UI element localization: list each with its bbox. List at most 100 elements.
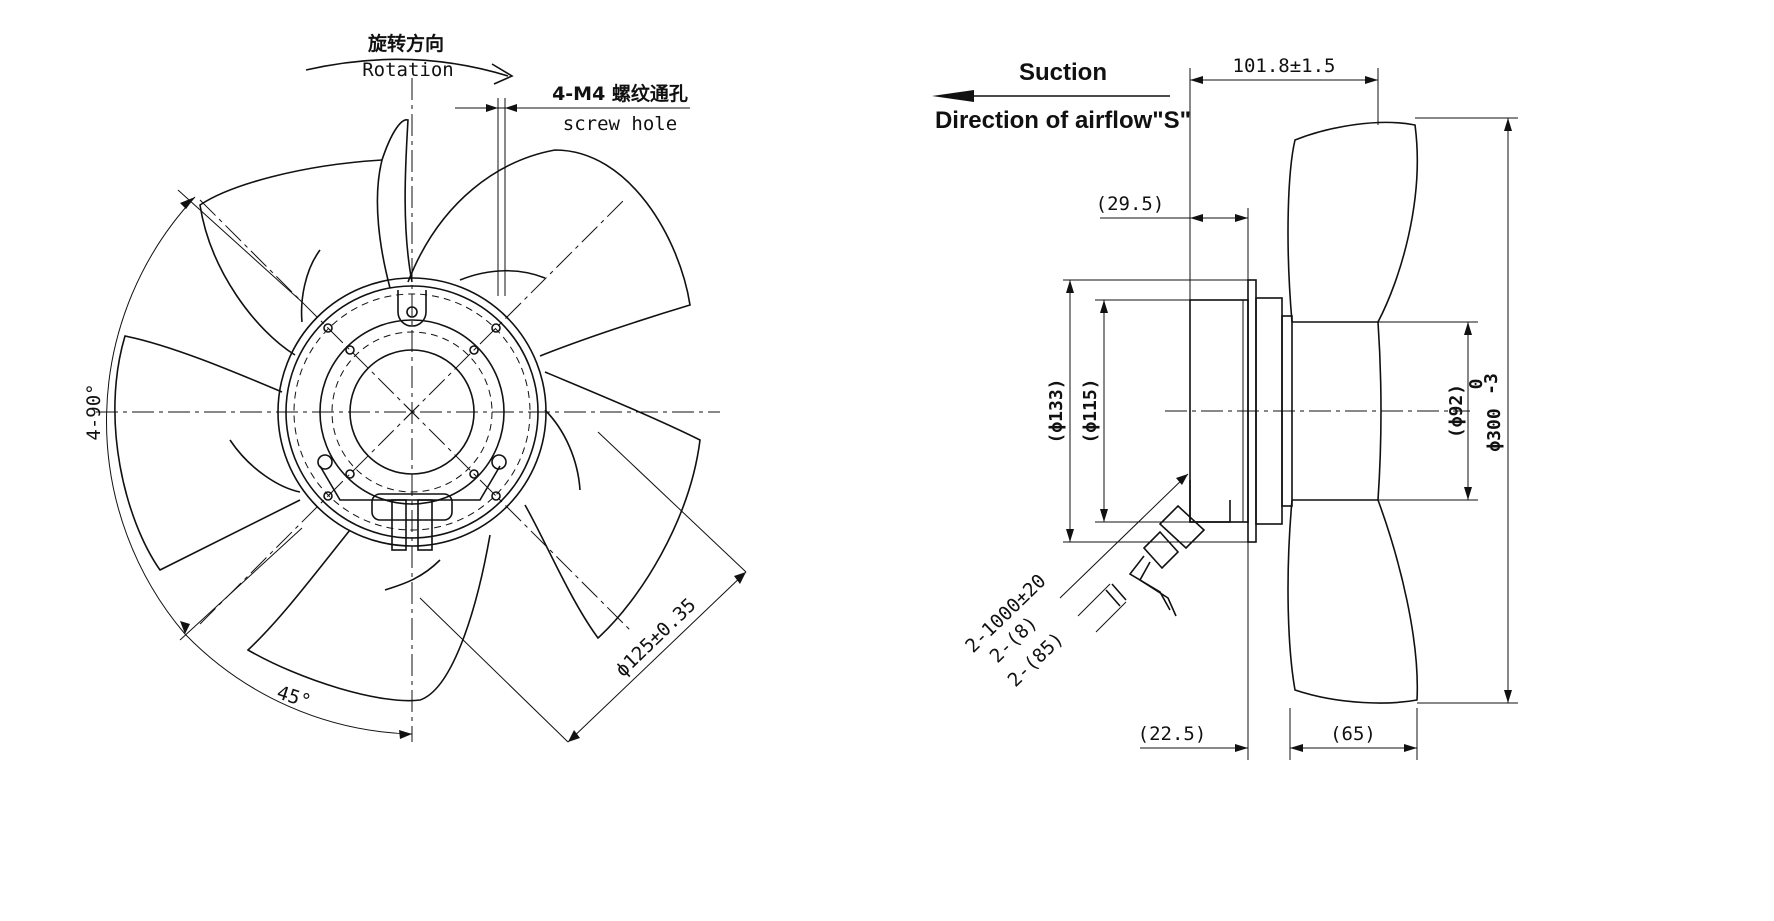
arrow-head (1290, 744, 1303, 752)
cable-lead (417, 499, 433, 551)
cable-sleeve (1142, 530, 1180, 570)
arrow-head (399, 730, 412, 739)
blade-rib (384, 559, 441, 591)
dimension-line (567, 571, 747, 743)
cable-exit: 2-1000±20 2-(8) 2-(85) (961, 473, 1231, 691)
dimension-300-tol-upper: 0 (1466, 379, 1487, 390)
dimension-133: (ϕ133) (1046, 378, 1067, 443)
arrow-head (1464, 487, 1472, 500)
blade (524, 371, 701, 640)
airflow-label: Direction of airflow"S" (935, 107, 1191, 134)
hub-dashed-ring (331, 331, 493, 493)
cable-gland-frame (319, 465, 501, 501)
side-view: Suction Direction of airflow"S" 101.8±1.… (932, 55, 1518, 760)
dimension-22-5: (22.5) (1138, 723, 1207, 745)
arrow-head (1066, 529, 1074, 542)
screw-hole (345, 345, 355, 355)
arrow-head (180, 621, 190, 634)
dimension-65: (65) (1330, 723, 1376, 745)
suction-label: Suction (1019, 59, 1107, 86)
cable-gland (1189, 480, 1231, 523)
dimension-line (1095, 601, 1127, 633)
screw-hole (345, 469, 355, 479)
blade (407, 149, 691, 357)
arrow-head (1504, 118, 1512, 131)
arrow-head (568, 730, 580, 742)
screw-hole (469, 345, 479, 355)
mounting-tab (397, 290, 427, 327)
motor-hub (277, 277, 547, 551)
cable-lead (391, 499, 407, 551)
cable-wire (1138, 561, 1177, 617)
dimension-115: (ϕ115) (1080, 378, 1101, 443)
cable-sleeve (1158, 504, 1206, 550)
angle-arc-left (106, 196, 196, 635)
arrow-head (486, 104, 498, 112)
hub-outer-ring (277, 277, 547, 547)
rotation-label-cn: 旋转方向 (367, 32, 444, 55)
screw-hole (469, 469, 479, 479)
arrow-head (734, 572, 746, 584)
blade-rib (229, 439, 301, 493)
arrow-head (1190, 76, 1203, 84)
screw-hole-label-en: screw hole (563, 113, 677, 135)
arrow-head (1100, 300, 1108, 313)
arrow-head (1066, 280, 1074, 293)
rotation-arrow (305, 58, 509, 77)
arrow-head (1404, 744, 1417, 752)
hub-inner-ring (319, 319, 505, 505)
angle-4x90-label: 4-90° (83, 383, 105, 440)
cable-gland (371, 493, 453, 521)
blade-rib (300, 249, 321, 323)
arrow-head (1176, 474, 1188, 485)
depth-dimension: 101.8±1.5 (1233, 55, 1336, 77)
blade-rib (544, 409, 581, 491)
dimension-300-tol-lower: -3 (1481, 373, 1502, 395)
screw-hole (323, 323, 333, 333)
rotation-label-en: Rotation (362, 59, 454, 81)
hub-ring (285, 285, 539, 539)
arrow-head (1365, 76, 1378, 84)
blade-lower (1287, 499, 1419, 704)
arrow-head (505, 104, 517, 112)
screw-hole (491, 491, 501, 501)
arrow-head (1100, 509, 1108, 522)
wire-strands (1105, 583, 1127, 607)
dimension-line (1059, 473, 1189, 599)
blade (114, 335, 301, 572)
arrow-head (1190, 214, 1203, 222)
blade (246, 529, 491, 702)
extension-line (419, 597, 569, 743)
hub-center-ring (349, 349, 475, 475)
dimension-29-5: (29.5) (1096, 193, 1165, 215)
front-view: 旋转方向 Rotation 4-M4 螺纹通孔 screw hole 4-90°… (83, 32, 747, 743)
arrow-head (1235, 214, 1248, 222)
tab-hole (406, 306, 418, 318)
blade (199, 159, 383, 356)
leader-line (179, 527, 303, 641)
screw-hole (323, 491, 333, 501)
dimension-300: ϕ300 (1484, 408, 1505, 451)
blade (376, 119, 413, 289)
dimension-92: (ϕ92) (1446, 384, 1467, 438)
extension-line (597, 431, 747, 573)
blade-upper (1287, 121, 1419, 323)
gland-boss (491, 454, 507, 470)
arrow-head (1504, 690, 1512, 703)
arrow-head (180, 197, 195, 209)
arrow-head (1464, 322, 1472, 335)
center-mark (404, 404, 420, 420)
angle-45-label: 45° (274, 682, 313, 714)
airflow-arrow-head (932, 90, 974, 102)
dimension-line (1077, 583, 1111, 617)
gland-boss (317, 454, 333, 470)
fan-blades (114, 119, 701, 702)
bolt-circle (293, 293, 531, 531)
rotation-arrow-head (491, 63, 514, 85)
angle-arc-bottom (184, 633, 413, 735)
cable-wire (1128, 555, 1171, 611)
blade-rib (459, 269, 546, 281)
screw-hole-label-cn: 4-M4 螺纹通孔 (552, 82, 688, 105)
